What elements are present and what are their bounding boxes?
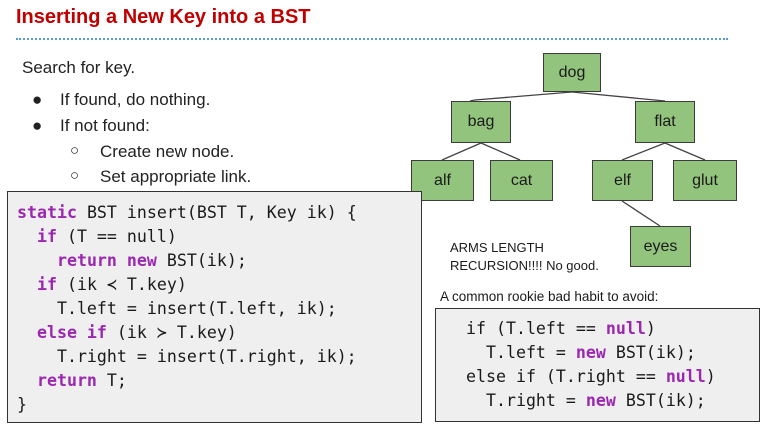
rookie-line-3: else if (T.right == null) — [466, 367, 716, 386]
code-line-3: return new BST(ik); — [56, 251, 247, 270]
code-line-6: else if (ik ≻ T.key) — [36, 323, 237, 342]
rookie-line-4: T.right = new BST(ik); — [466, 391, 706, 410]
code-line-7: T.right = insert(T.right, ik); — [17, 347, 357, 366]
bullet-lead: Search for key. — [22, 58, 136, 77]
edge-flat-glut — [664, 142, 706, 161]
code-line-8: return T; — [36, 371, 127, 390]
bullet-circle-icon: ○ — [70, 167, 80, 184]
code-line-4: if (ik ≺ T.key) — [36, 275, 187, 294]
tree-node-eyes: eyes — [630, 226, 691, 267]
subbullet-link-text: Set appropriate link. — [100, 167, 252, 186]
bullet-found-text: If found, do nothing. — [60, 90, 211, 109]
tree-node-glut: glut — [673, 160, 737, 201]
subbullet-create-text: Create new node. — [100, 142, 235, 161]
tree-node-dog: dog — [543, 53, 601, 92]
code-line-9: } — [17, 395, 27, 414]
arms-length-note-line1: ARMS LENGTH — [450, 240, 544, 255]
edge-elf-eyes — [621, 200, 661, 227]
rookie-code-block: if (T.left == null) T.left = new BST(ik)… — [435, 308, 760, 422]
subbullet-create: ○ Create new node. — [70, 142, 235, 162]
arms-length-note-line2: RECURSION!!!! No good. — [450, 258, 599, 273]
tree-node-flat: flat — [635, 101, 695, 143]
insert-code-block: static BST insert(BST T, Key ik) { if (T… — [7, 191, 422, 423]
edge-bag-cat — [480, 142, 521, 161]
bullet-dot-icon: ● — [32, 116, 43, 135]
subbullet-link: ○ Set appropriate link. — [70, 167, 252, 187]
edge-dog-flat — [571, 91, 666, 102]
edge-flat-elf — [621, 142, 666, 161]
bullet-dot-icon: ● — [32, 90, 43, 109]
code-line-1: static BST insert(BST T, Key ik) { — [17, 203, 357, 222]
slide-title: Inserting a New Key into a BST — [16, 6, 311, 28]
rookie-note: A common rookie bad habit to avoid: — [440, 289, 659, 304]
code-line-5: T.left = insert(T.left, ik); — [17, 299, 337, 318]
code-line-2: if (T == null) — [36, 227, 177, 246]
tree-node-bag: bag — [451, 101, 511, 143]
bullet-found: ● If found, do nothing. — [32, 90, 211, 110]
rookie-line-1: if (T.left == null) — [466, 319, 656, 338]
title-divider — [16, 38, 728, 40]
rookie-line-2: T.left = new BST(ik); — [466, 343, 696, 362]
bullet-not-found-text: If not found: — [60, 116, 150, 135]
bullet-not-found: ● If not found: — [32, 116, 150, 136]
tree-node-cat: cat — [490, 160, 553, 201]
bullet-circle-icon: ○ — [70, 142, 80, 159]
edge-dog-bag — [474, 91, 573, 101]
tree-node-elf: elf — [592, 160, 653, 201]
edge-bag-alf — [441, 142, 482, 161]
